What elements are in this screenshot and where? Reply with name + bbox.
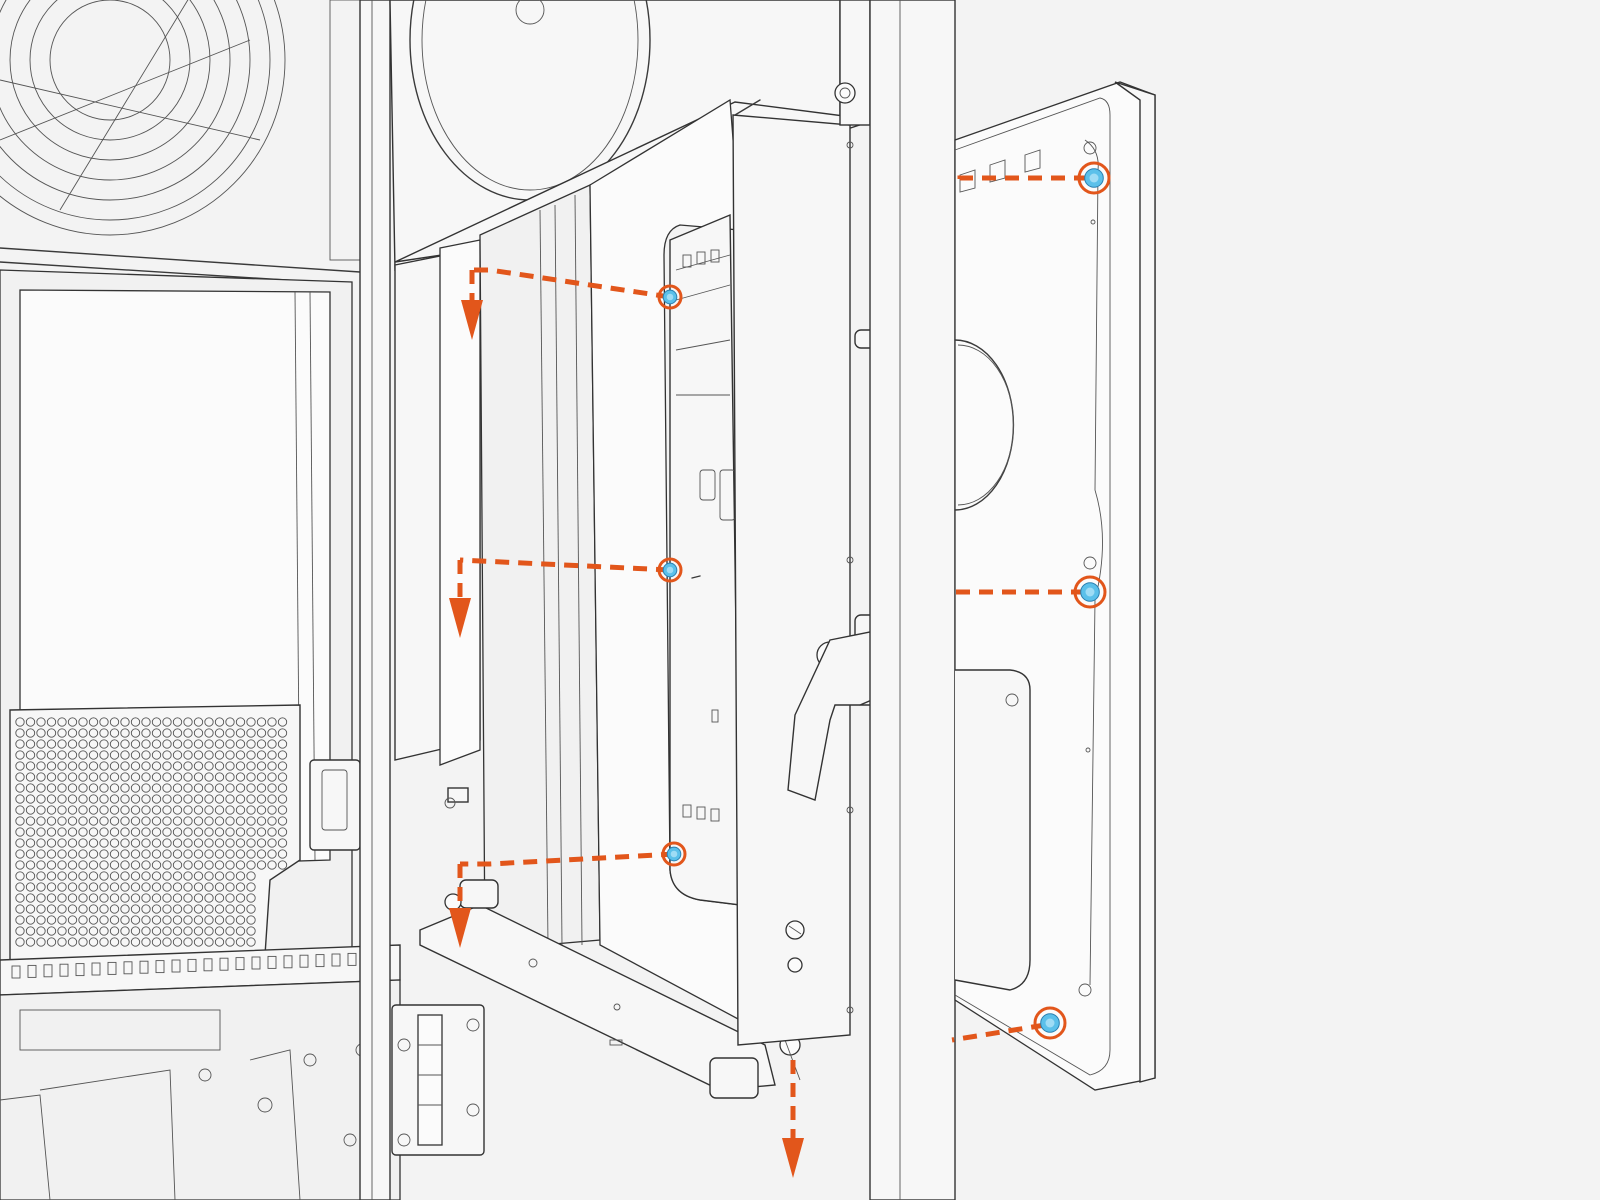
removal-arrow-icon (449, 560, 471, 638)
perforated-vent (9, 704, 301, 961)
callouts (449, 161, 1111, 1178)
captive-screw-icon (1073, 575, 1107, 609)
captive-screw-icon (657, 557, 683, 583)
removable-module (669, 213, 741, 906)
latch-pin-icon (709, 1034, 801, 1099)
removal-arrow-icon (461, 270, 483, 340)
callout-leader-line (460, 851, 676, 867)
callout-leader-line (472, 267, 671, 300)
captive-screw-icon (1077, 161, 1111, 195)
stud-icon (444, 787, 469, 809)
captive-screw-icon (1033, 1006, 1067, 1040)
callout-leader-line (957, 175, 1088, 188)
right-frame-post (834, 0, 956, 1200)
removal-arrow-icon (449, 864, 471, 948)
captive-screw-icon (657, 284, 683, 310)
fan-grille-icon (0, 0, 286, 236)
frame-posts (359, 0, 485, 1200)
latch-pin-icon (444, 879, 499, 911)
captive-screw-icon (661, 841, 687, 867)
hinge-icon (391, 1004, 485, 1156)
removal-arrow-icon (782, 1060, 804, 1178)
left-cabinet (0, 0, 401, 1200)
side-cover-panel (954, 81, 1156, 1091)
callout-leader-line (951, 1022, 1046, 1043)
callout-leader-line (459, 557, 671, 573)
